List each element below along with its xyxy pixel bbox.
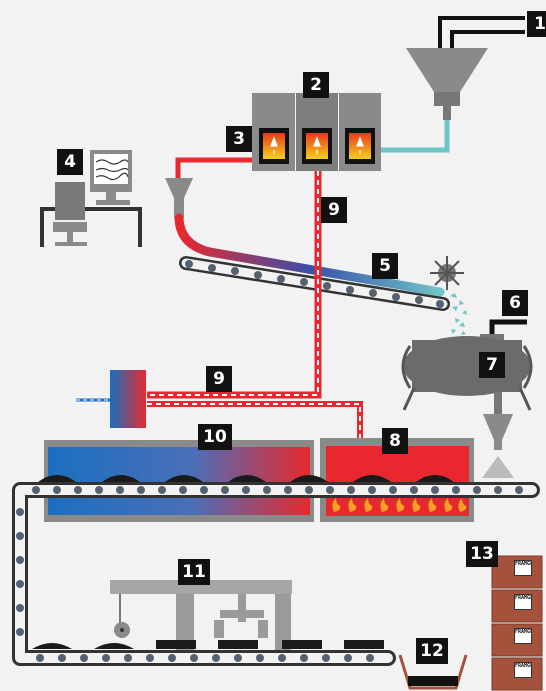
step-label-2: 2	[303, 72, 329, 98]
gradient-glass-flow	[174, 213, 445, 297]
step-label-8: 8	[382, 428, 408, 454]
furnace-icon	[252, 93, 381, 171]
step-label-7: 7	[479, 352, 505, 378]
air-duct-9	[147, 171, 363, 438]
step-label-9-bottom: 9	[206, 366, 232, 392]
mixing-tank-icon	[401, 334, 533, 450]
main-conveyor	[12, 482, 540, 666]
flame-icon	[332, 498, 467, 512]
step-label-5: 5	[372, 253, 398, 279]
crusher-icon	[430, 256, 464, 290]
glass-pieces-bottom	[32, 640, 384, 649]
step-label-1: 1	[527, 11, 546, 37]
step-label-12: 12	[416, 638, 448, 664]
step-label-3: 3	[226, 126, 252, 152]
step-label-13: 13	[466, 541, 498, 567]
box-brand-label: FRAMGLAS	[514, 594, 532, 610]
molten-glass-pipe	[175, 157, 252, 178]
box-brand-label: FRAMGLAS	[514, 628, 532, 644]
glass-shards	[450, 293, 467, 335]
box-brand-label: FRAMGLAS	[514, 560, 532, 576]
cullet-bin-icon	[398, 654, 468, 690]
step-label-9-top: 9	[321, 197, 347, 223]
inspection-machine	[110, 580, 292, 650]
annealing-lehr	[44, 440, 314, 522]
glass-pieces-top	[38, 475, 454, 482]
powder-pile	[482, 456, 514, 478]
computer-icon	[40, 150, 142, 247]
step-label-10: 10	[198, 424, 232, 450]
feeder-hopper-icon	[165, 178, 193, 218]
box-brand-label: FRAMGLAS	[514, 662, 532, 678]
step-label-6: 6	[502, 290, 528, 316]
hopper-icon	[406, 48, 488, 120]
step-label-11: 11	[178, 559, 210, 585]
intake-pipes	[438, 16, 525, 48]
teal-pipe	[378, 120, 450, 153]
step-label-4: 4	[57, 149, 83, 175]
cooling-unit-icon	[76, 370, 146, 428]
